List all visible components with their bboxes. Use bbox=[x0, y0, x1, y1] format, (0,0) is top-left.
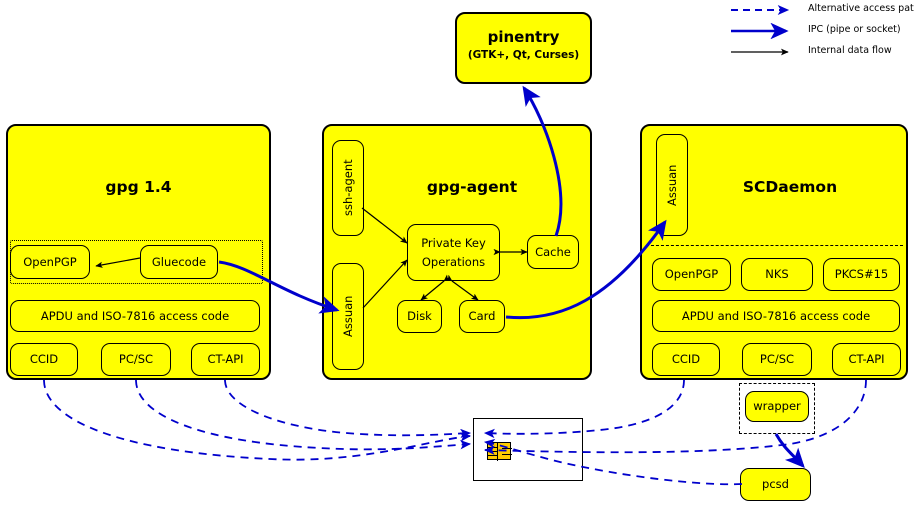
ipc-arrow-icon bbox=[731, 23, 789, 39]
scdaemon-nks-node[interactable]: NKS bbox=[741, 258, 813, 291]
private-key-ops-line-2: Operations bbox=[421, 255, 486, 269]
legend-item-alternative-access-paths: Alternative access paths bbox=[726, 2, 914, 23]
gpg-agent-ssh-agent-node[interactable]: ssh-agent bbox=[332, 140, 364, 236]
legend-label-internal-data-flow: Internal data flow bbox=[808, 45, 892, 56]
gpg-openpgp-node[interactable]: OpenPGP bbox=[10, 245, 90, 279]
data-flow-arrow-icon bbox=[731, 48, 789, 56]
pinentry-box[interactable] bbox=[455, 12, 592, 84]
pinentry-label: pinentry (GTK+, Qt, Curses) bbox=[455, 28, 592, 61]
gpg-agent-private-key-operations-node[interactable]: Private Key Operations bbox=[407, 224, 500, 281]
gpg-pcsc-node[interactable]: PC/SC bbox=[101, 343, 171, 376]
scdaemon-ccid-node[interactable]: CCID bbox=[652, 343, 720, 376]
pinentry-title: pinentry bbox=[487, 28, 560, 46]
alt-path-gpg-pcsc-to-card bbox=[135, 379, 472, 451]
smartcard[interactable] bbox=[473, 418, 583, 481]
scdaemon-pkcs15-node[interactable]: PKCS#15 bbox=[823, 258, 900, 291]
scdaemon-pcsc-node[interactable]: PC/SC bbox=[742, 343, 812, 376]
gpg-agent-cache-node[interactable]: Cache bbox=[527, 235, 579, 269]
ipc-wrapper-to-pcsd bbox=[774, 433, 805, 468]
legend-item-internal-data-flow: Internal data flow bbox=[726, 44, 912, 65]
gpg-panel-title: gpg 1.4 bbox=[105, 178, 172, 196]
legend-label-alternative-access-paths: Alternative access paths bbox=[808, 3, 914, 14]
legend-item-ipc: IPC (pipe or socket) bbox=[726, 23, 912, 44]
dashed-arrow-icon bbox=[731, 5, 790, 15]
gpg-agent-panel-title: gpg-agent bbox=[426, 178, 518, 196]
legend: Alternative access paths IPC (pipe or so… bbox=[726, 2, 914, 65]
gpg-agent-disk-node[interactable]: Disk bbox=[397, 300, 442, 333]
pinentry-subtitle: (GTK+, Qt, Curses) bbox=[467, 49, 580, 61]
private-key-ops-line-1: Private Key bbox=[421, 235, 486, 250]
gpg-agent-card-node[interactable]: Card bbox=[459, 300, 505, 333]
smartcard-chip-icon bbox=[487, 442, 512, 461]
gpg-gluecode-node[interactable]: Gluecode bbox=[140, 245, 218, 279]
alt-path-gpg-ccid-to-card bbox=[43, 379, 472, 461]
scdaemon-ctapi-node[interactable]: CT-API bbox=[832, 343, 901, 376]
scdaemon-openpgp-node[interactable]: OpenPGP bbox=[652, 258, 731, 291]
alt-path-gpg-ctapi-to-card bbox=[224, 379, 472, 439]
scdaemon-apdu-node[interactable]: APDU and ISO-7816 access code bbox=[652, 300, 900, 332]
scdaemon-driver-divider bbox=[646, 245, 903, 246]
scdaemon-panel-title: SCDaemon bbox=[742, 178, 838, 196]
pcsd-node[interactable]: pcsd bbox=[740, 468, 811, 501]
legend-label-ipc: IPC (pipe or socket) bbox=[808, 24, 901, 35]
gpg-agent-assuan-node[interactable]: Assuan bbox=[332, 263, 364, 370]
gpg-ccid-node[interactable]: CCID bbox=[10, 343, 78, 376]
gpg-ctapi-node[interactable]: CT-API bbox=[191, 343, 260, 376]
scdaemon-assuan-node[interactable]: Assuan bbox=[656, 134, 688, 236]
gpg-apdu-node[interactable]: APDU and ISO-7816 access code bbox=[10, 300, 260, 332]
wrapper-node[interactable]: wrapper bbox=[745, 391, 809, 422]
